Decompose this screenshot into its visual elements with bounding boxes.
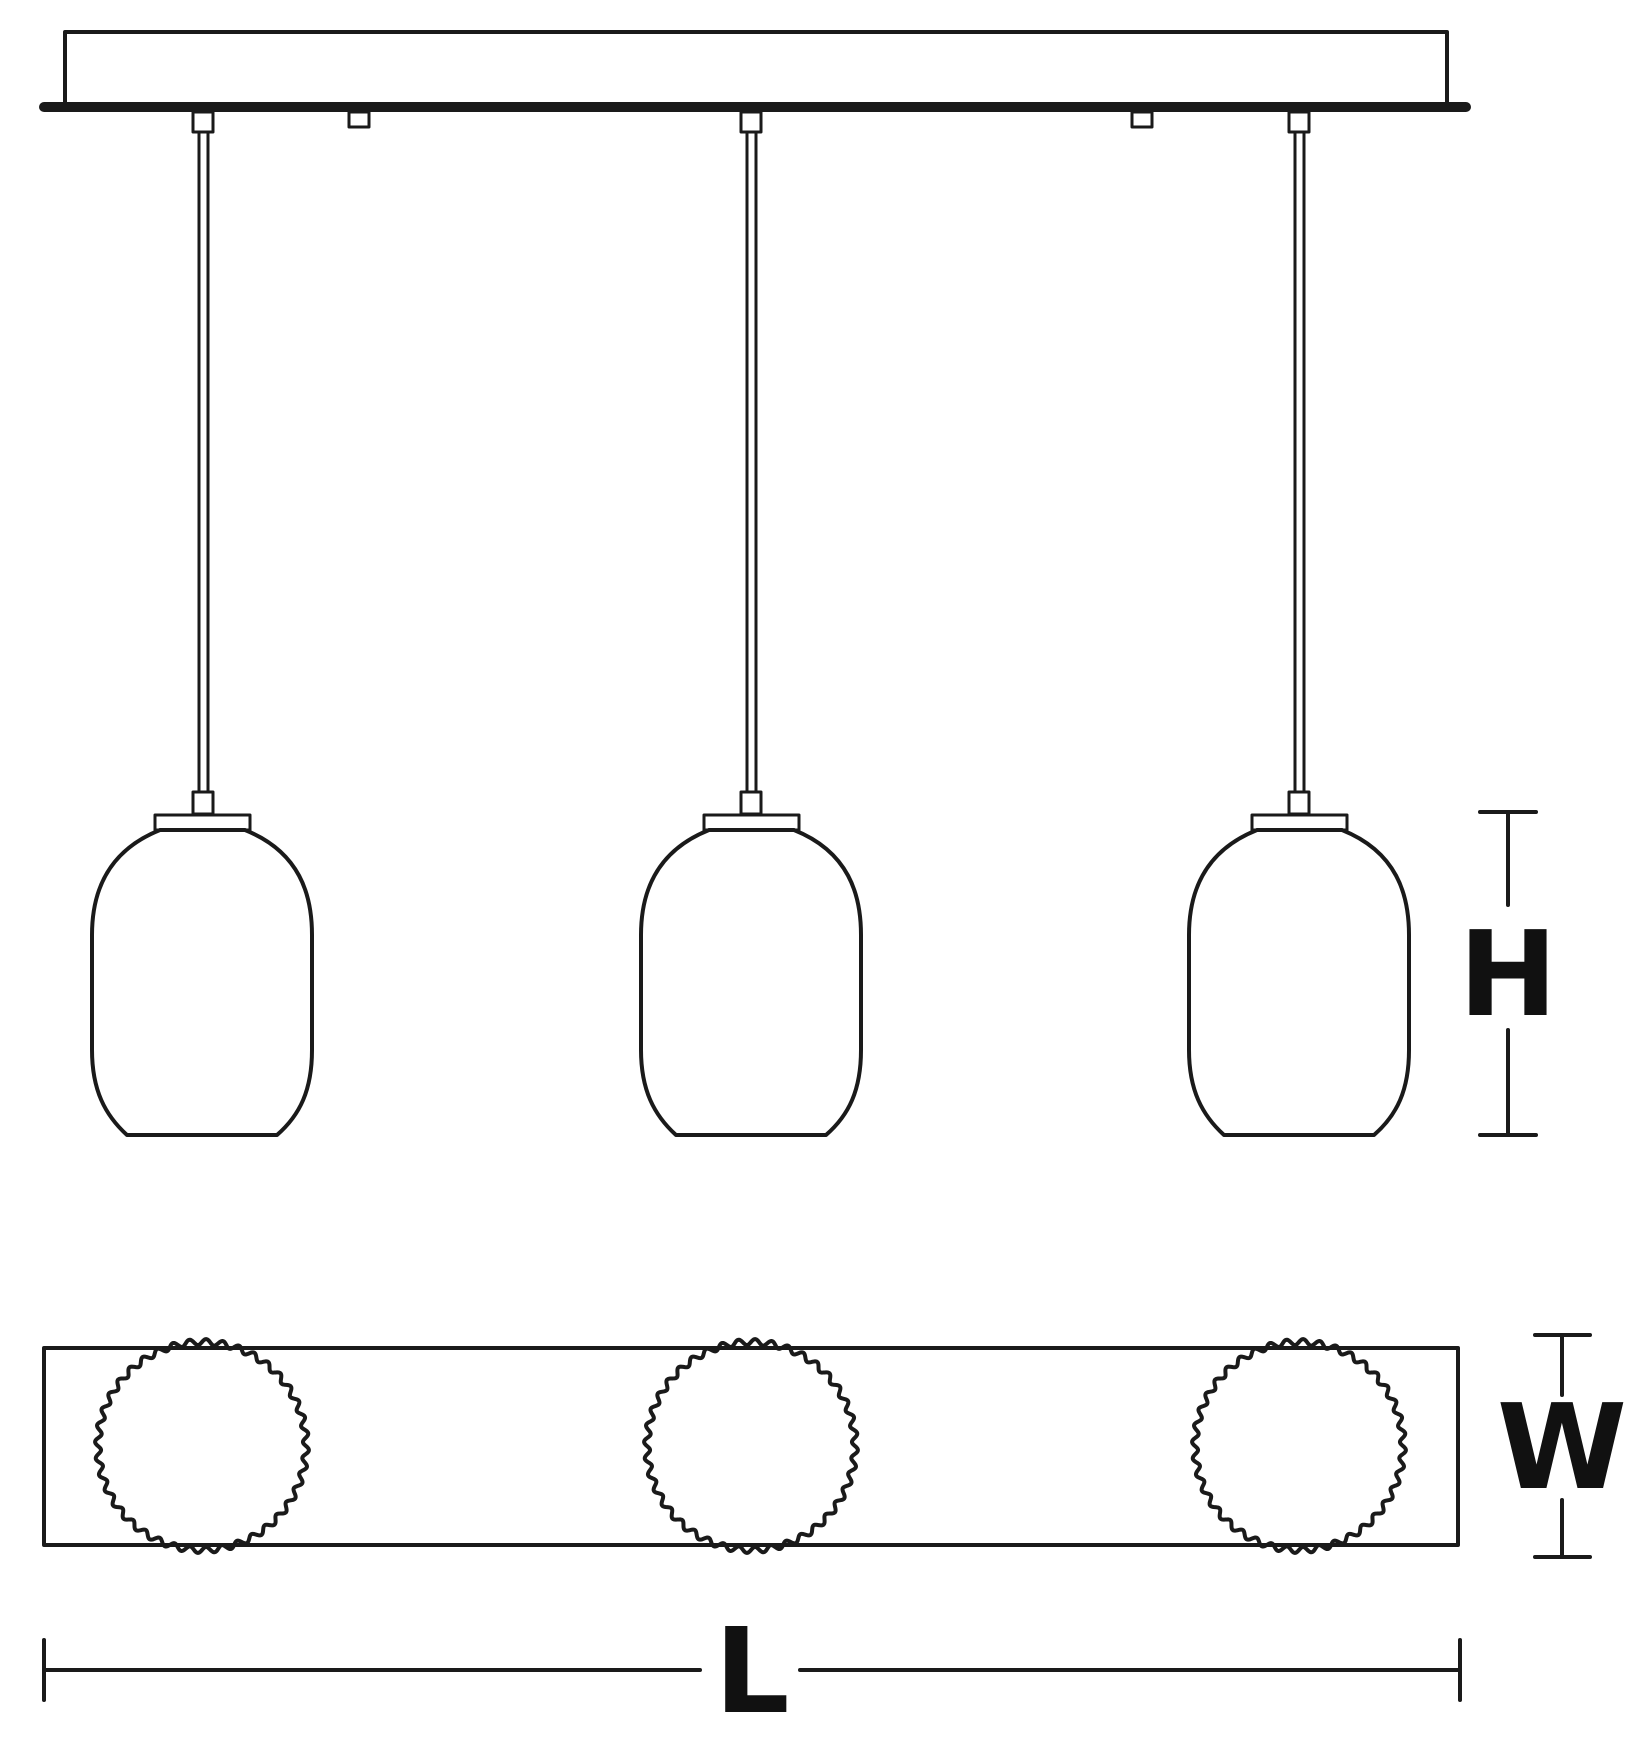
shade-collar-center	[702, 813, 801, 832]
glass-shade-right	[1187, 828, 1411, 1137]
shade-collar-right	[1250, 813, 1349, 832]
top-view	[42, 1333, 1592, 1702]
rod-left	[197, 130, 210, 794]
pendant-center	[639, 110, 863, 1137]
rod-bottom-connector-left	[191, 790, 215, 816]
height-label: H	[1459, 905, 1558, 1043]
length-label: L	[714, 1602, 789, 1740]
pendant-right	[1187, 110, 1411, 1137]
mounting-tab-right	[1130, 110, 1154, 129]
rod-bottom-connector-right	[1287, 790, 1311, 816]
shade-top-center	[642, 1337, 860, 1555]
mounting-tab-left	[347, 110, 371, 129]
length-dimension	[42, 1638, 1462, 1702]
height-dimension	[1478, 810, 1538, 1137]
width-label: W	[1497, 1378, 1627, 1516]
glass-shade-left	[90, 828, 314, 1137]
rod-top-connector-right	[1287, 110, 1311, 134]
front-elevation	[39, 30, 1538, 1137]
rod-right	[1293, 130, 1306, 794]
rod-bottom-connector-center	[739, 790, 763, 816]
shade-top-left	[93, 1337, 311, 1555]
glass-shade-center	[639, 828, 863, 1137]
width-dimension	[1533, 1333, 1592, 1559]
rod-top-connector-left	[191, 110, 215, 134]
rod-center	[745, 130, 758, 794]
canopy-top-outline	[42, 1346, 1460, 1547]
shade-top-right	[1190, 1337, 1408, 1555]
shade-collar-left	[153, 813, 252, 832]
pendant-left	[90, 110, 314, 1137]
canopy-body	[63, 30, 1449, 106]
rod-top-connector-center	[739, 110, 763, 134]
